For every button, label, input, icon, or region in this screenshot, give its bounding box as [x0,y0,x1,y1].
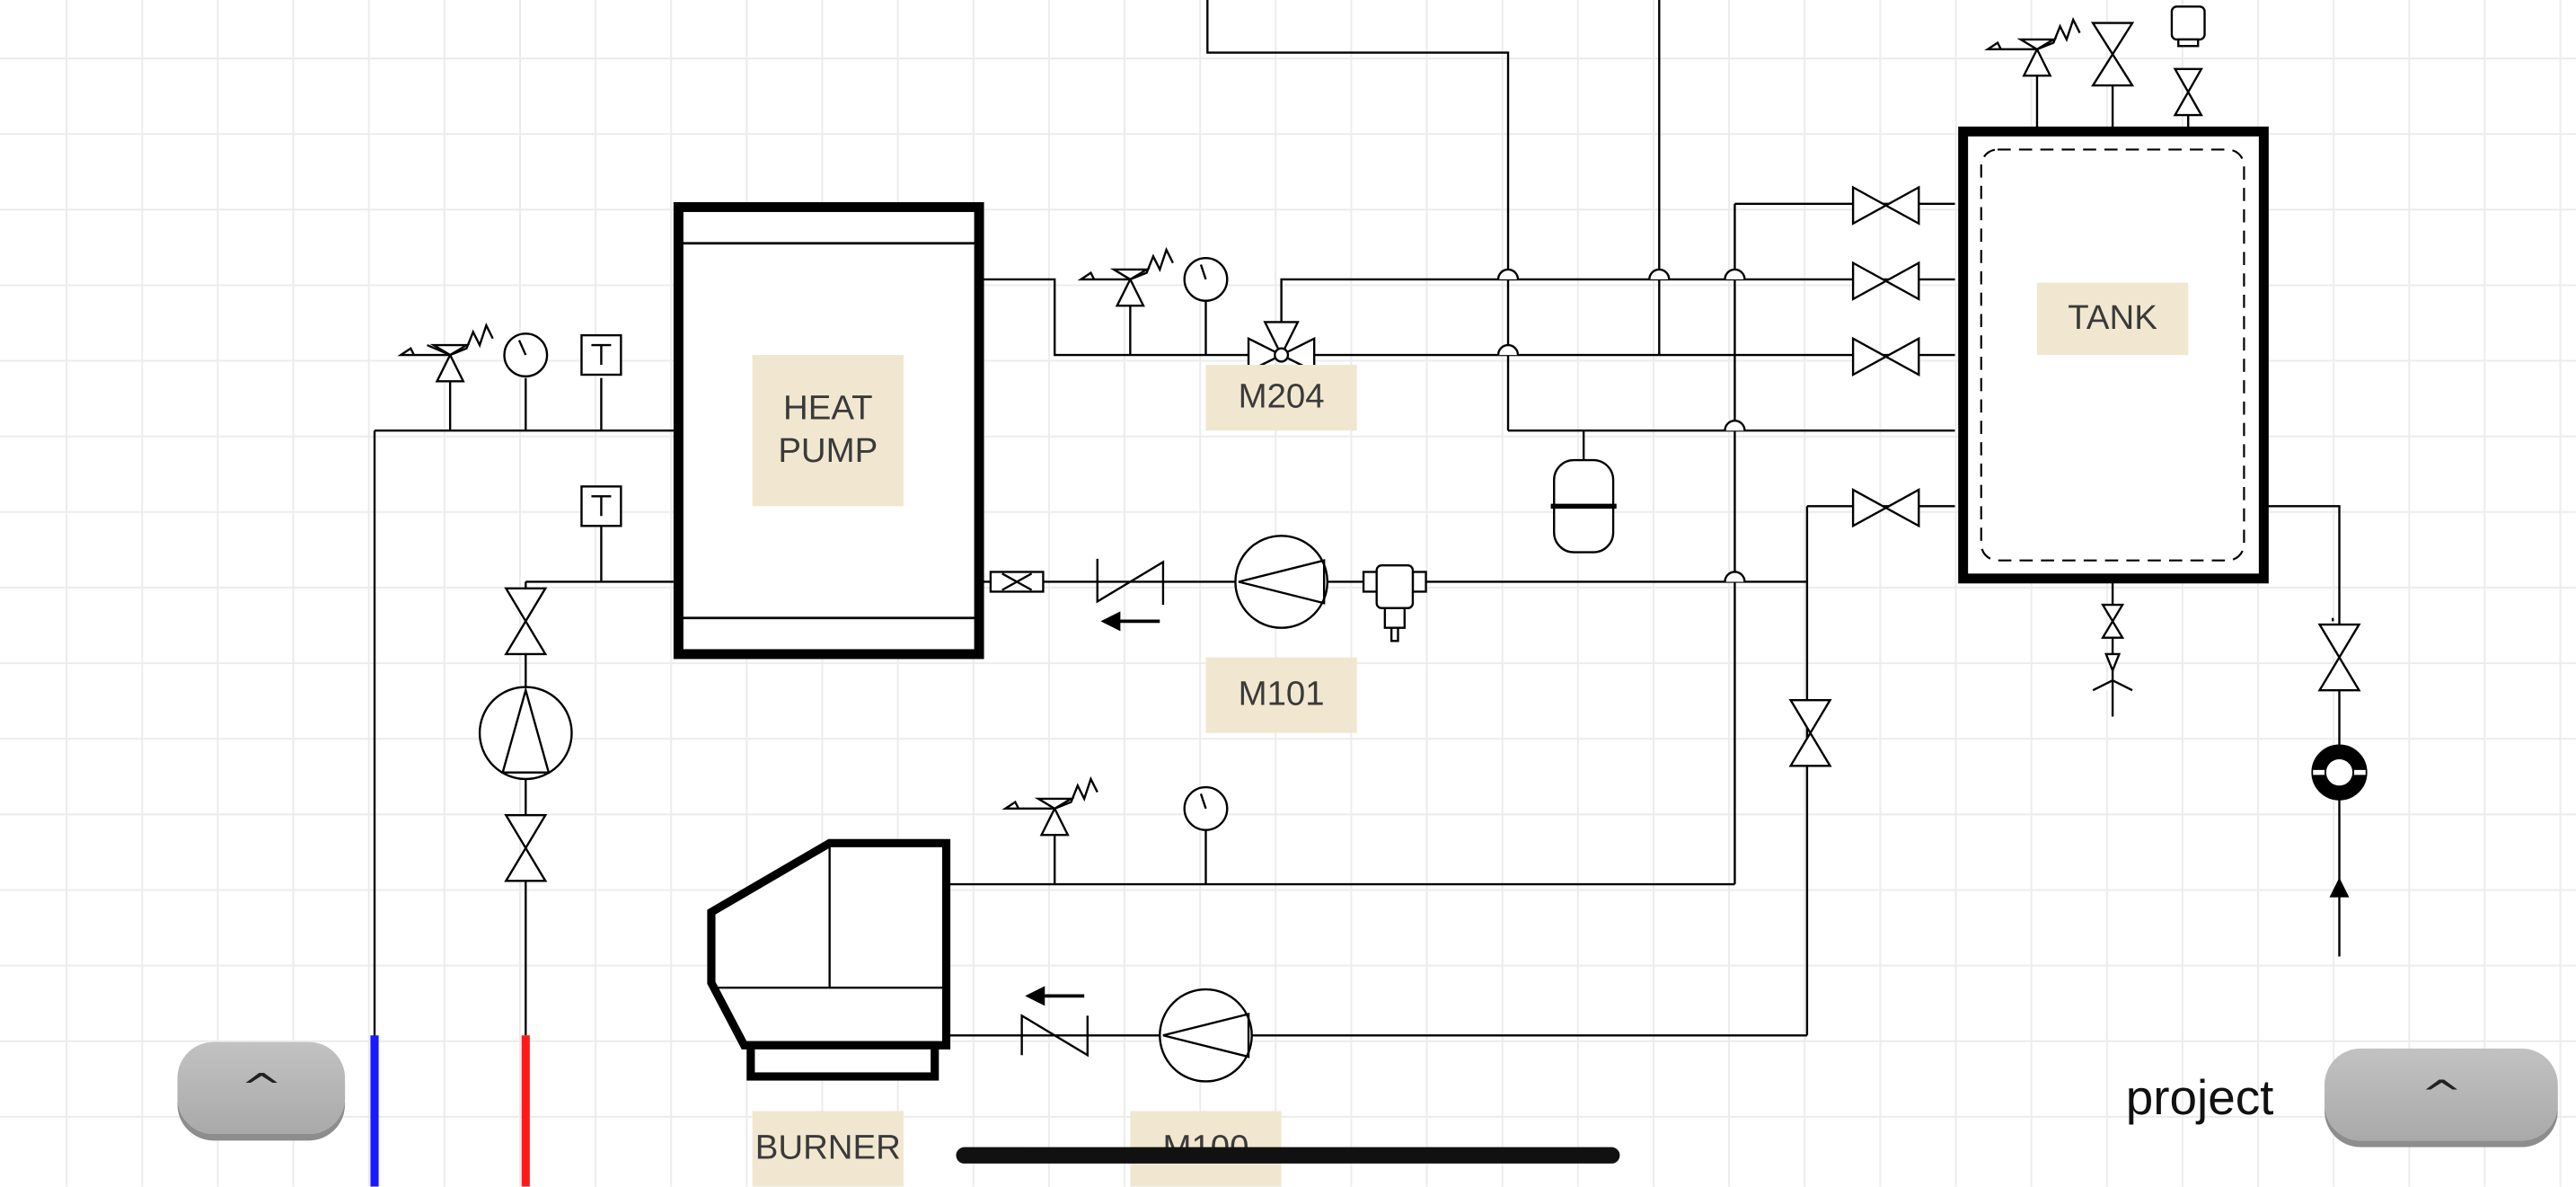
valve-tank-4 [1851,488,1920,528]
pump-m101 [1234,535,1329,629]
valve-left-top [504,587,548,656]
project-label: project [2125,1071,2274,1126]
pump-left [478,686,573,781]
flow-indicator [2311,744,2368,801]
chevron-up-icon: ^ [2420,1074,2463,1115]
valve-tank-top [2090,22,2135,87]
pipe-hp-supply [982,278,1509,357]
label-m204: M204 [1205,365,1357,431]
valve-tank-drain [2101,603,2125,639]
valve-tank-3 [1851,336,1920,377]
pressure-gauges [503,256,1229,831]
flow-arrow-m101 [1100,611,1121,632]
chevron-up-icon: ^ [240,1067,283,1109]
label-tank: TANK [2036,282,2189,356]
valve-tank-1 [1851,185,1920,226]
expansion-vessel [1550,458,1617,554]
right-expand-button[interactable]: ^ [2325,1048,2558,1141]
thermometers [580,333,622,527]
pipe-right [2267,505,2341,957]
air-vent [2170,5,2206,48]
safety-valves [397,16,2081,837]
horizontal-scrollbar[interactable] [956,1147,1620,1164]
valve-tank-2 [1851,261,1920,301]
tank-unit [1958,126,2269,584]
dirt-separator [1362,563,1427,642]
label-burner: BURNER [752,1111,904,1187]
valve-right [2317,623,2361,692]
left-expand-button[interactable]: ^ [177,1041,346,1135]
tank-drain [2092,652,2133,717]
valve-1100 [1788,698,1832,767]
valve-tank-top-small [2173,67,2203,117]
gate-valves [504,22,2361,882]
label-heat-pump: HEAT PUMP [752,355,904,507]
pumps [478,535,1329,1083]
valve-left-bottom [504,813,548,882]
pipe-top-left [1206,0,1510,431]
three-way-valve-m204 [1247,321,1316,374]
heat-meter [989,571,1045,593]
label-m101: M101 [1205,657,1357,733]
flow-arrow-right [2329,877,2350,898]
burner-unit [707,838,951,1081]
pump-m100 [1159,988,1253,1083]
flow-arrow-m100 [1025,986,1045,1006]
